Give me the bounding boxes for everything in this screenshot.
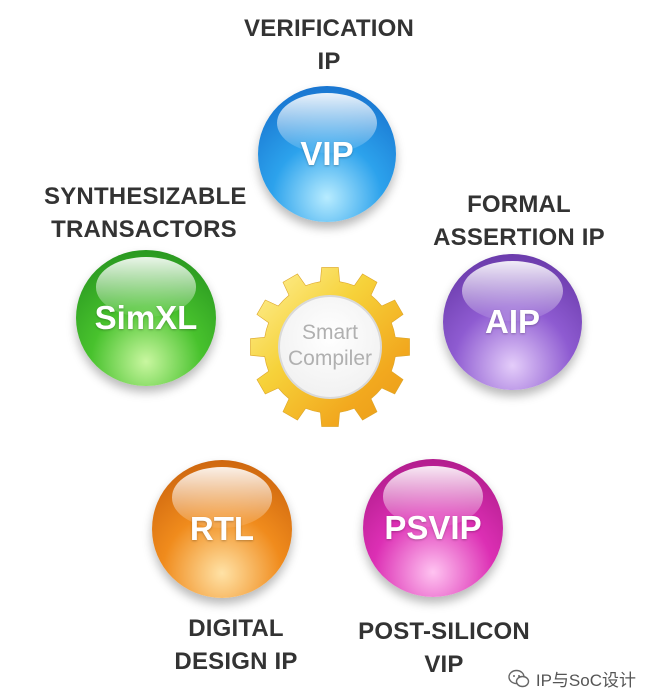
sphere-gloss <box>462 260 563 321</box>
sphere-vip: VIP <box>258 86 396 222</box>
sphere-label: VIP <box>300 135 354 172</box>
sphere-gloss <box>382 465 484 527</box>
watermark-text: IP与SoC设计 <box>535 671 636 690</box>
label-post-silicon-vip: POST-SILICON VIP <box>352 615 536 681</box>
sphere-label: AIP <box>484 303 540 340</box>
sphere-label: PSVIP <box>384 509 482 546</box>
sphere-label: SimXL <box>94 299 198 336</box>
label-synthesizable-transactors: SYNTHESIZABLE TRANSACTORS <box>44 180 247 246</box>
label-line: SYNTHESIZABLE <box>44 183 247 210</box>
label-line: DESIGN IP <box>174 648 298 675</box>
gear-label-line2: Compiler <box>288 347 372 370</box>
sphere-simxl: SimXL <box>76 250 216 386</box>
gear-hub <box>278 295 382 399</box>
sphere-gloss <box>277 92 377 153</box>
label-digital-design-ip: DIGITAL DESIGN IP <box>156 612 316 678</box>
wechat-icon <box>508 669 530 687</box>
label-line: IP <box>317 48 341 75</box>
label-verification-ip: VERIFICATION IP <box>238 12 420 78</box>
sphere-aip: AIP <box>443 254 582 390</box>
gear-label-line1: Smart <box>302 321 358 344</box>
label-line: ASSERTION IP <box>433 224 605 251</box>
label-line: FORMAL <box>467 191 571 218</box>
sphere-psvip: PSVIP <box>363 459 503 597</box>
label-line: VIP <box>424 651 464 678</box>
label-line: DIGITAL <box>188 615 284 642</box>
label-line: VERIFICATION <box>244 15 414 42</box>
watermark: IP与SoC设计 <box>508 666 636 691</box>
sphere-label: RTL <box>189 510 255 547</box>
gear-icon: Smart Compiler <box>250 267 410 427</box>
label-formal-assertion-ip: FORMAL ASSERTION IP <box>428 188 610 254</box>
label-line: POST-SILICON <box>358 618 530 645</box>
label-line: TRANSACTORS <box>51 216 237 243</box>
sphere-gloss <box>171 466 273 528</box>
sphere-gloss <box>95 256 197 317</box>
sphere-rtl: RTL <box>152 460 292 598</box>
